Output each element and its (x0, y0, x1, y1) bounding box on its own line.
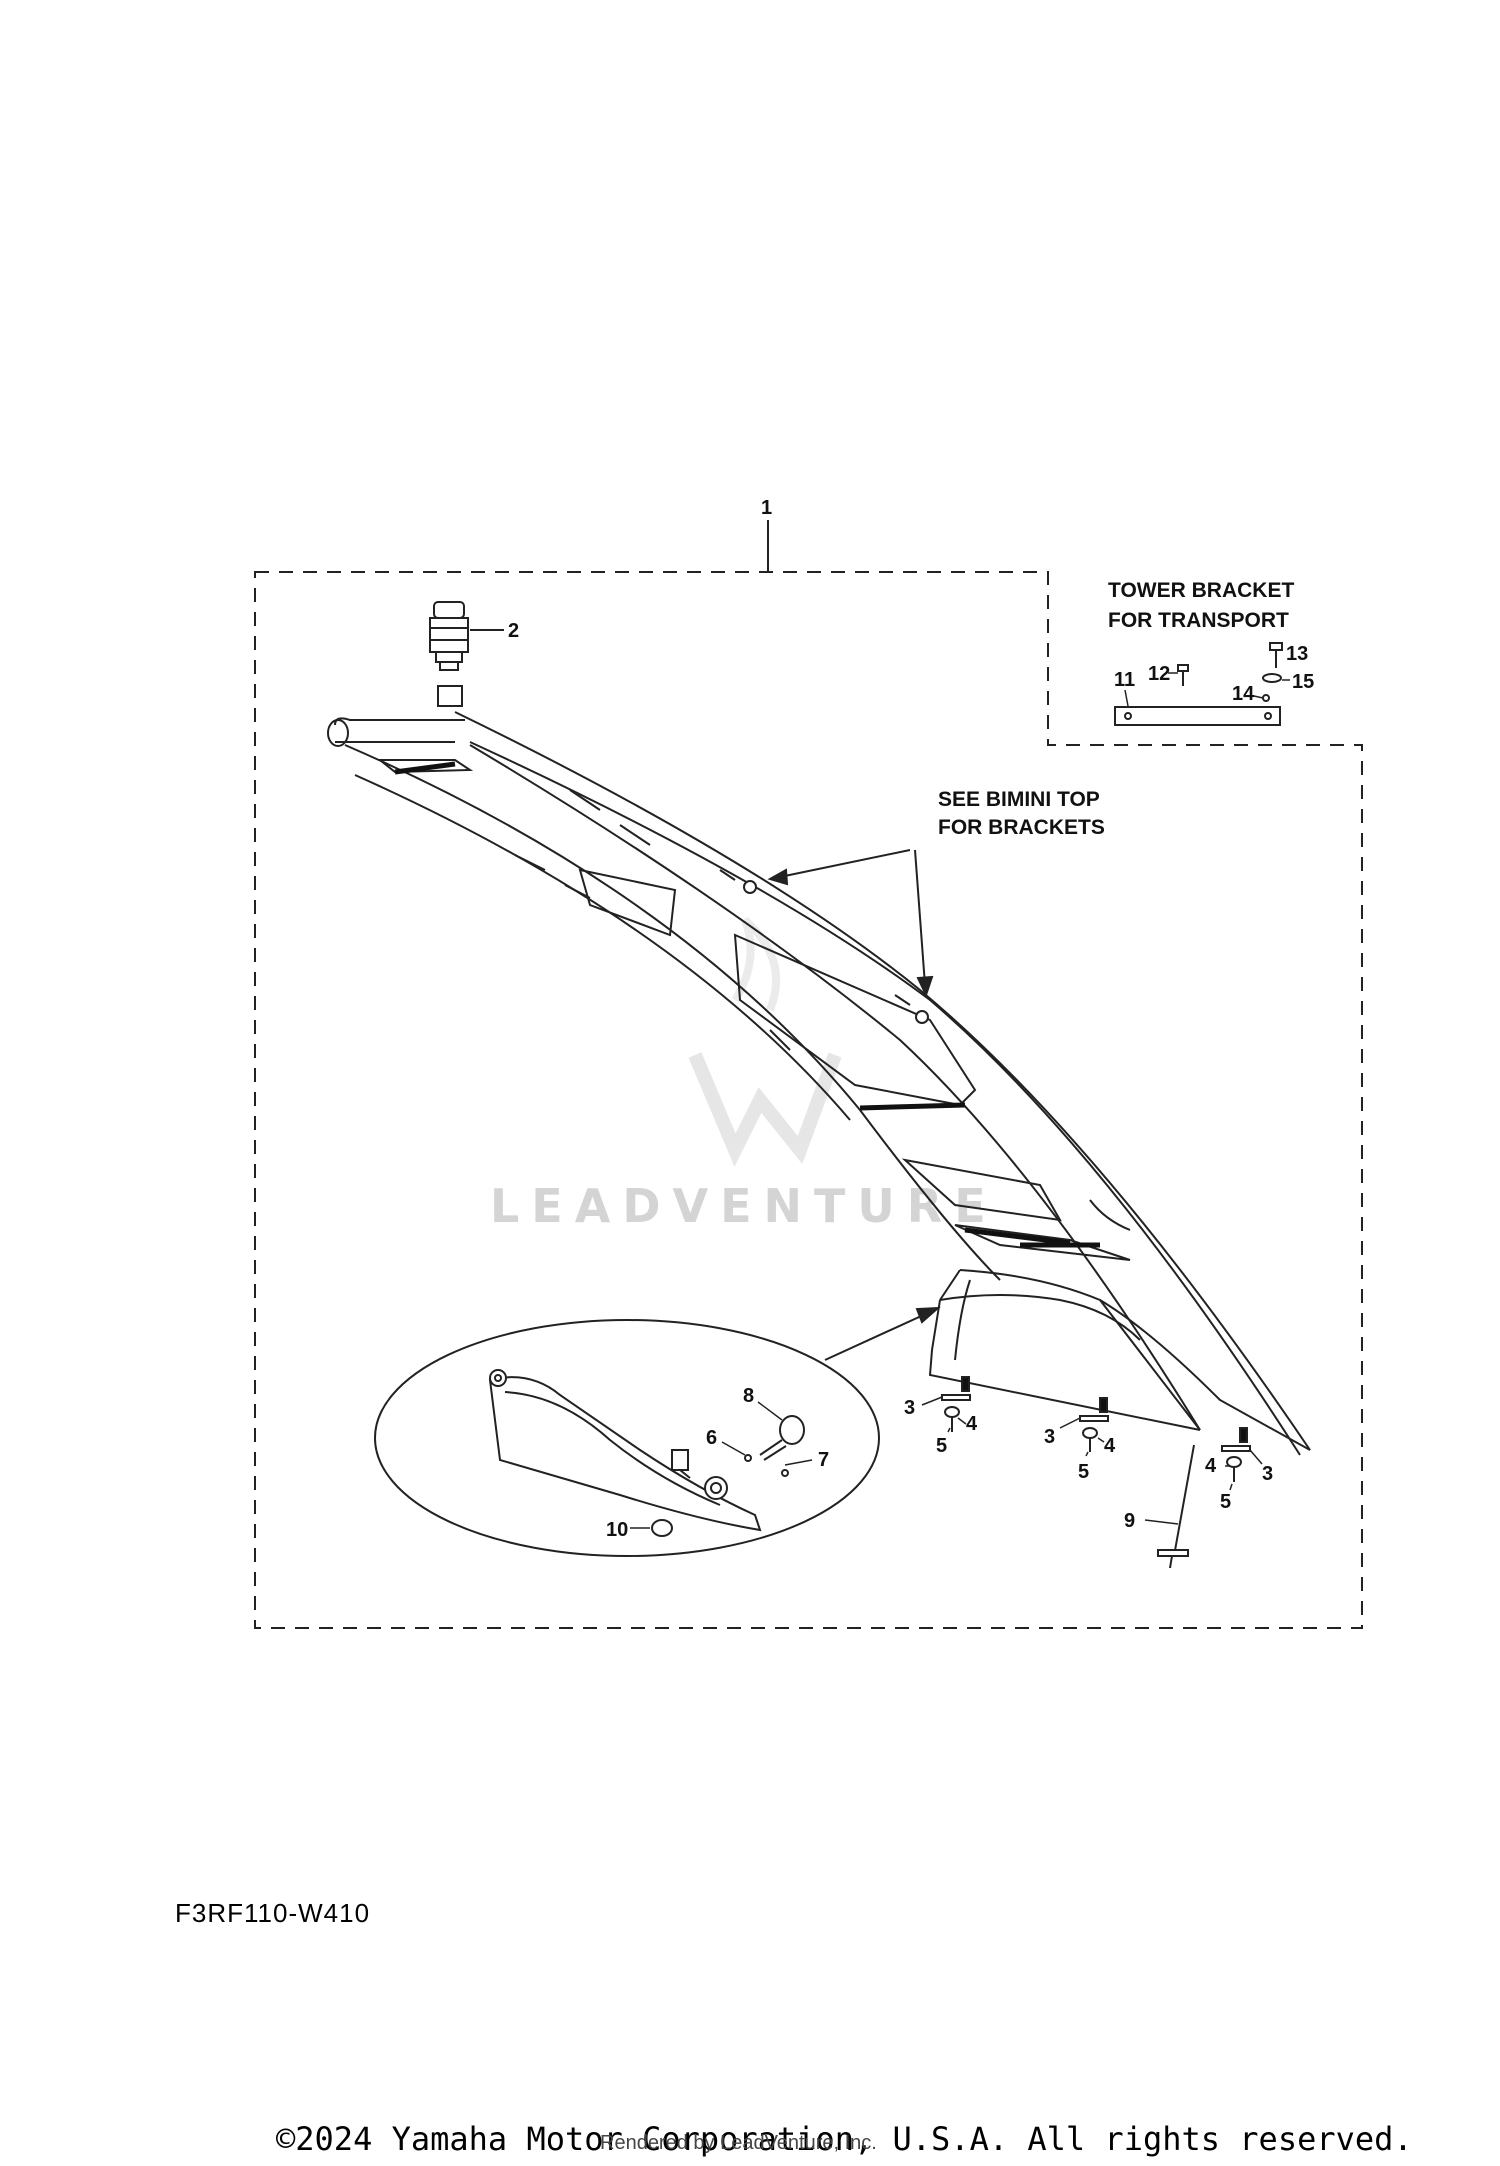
frame-dark-accents (394, 761, 1100, 1248)
base-mount-hardware (941, 1376, 1251, 1482)
detail-leader-lines (630, 1401, 813, 1529)
callout-10: 10 (606, 1519, 628, 1541)
wakeboard-tower-frame (327, 711, 1311, 1456)
bimini-bracket-mounts (719, 869, 929, 1024)
copyright-notice: ©2024 Yamaha Motor Corporation, U.S.A. A… (276, 2120, 1413, 2158)
callout-12: 12 (1148, 663, 1170, 685)
tower-bracket-note-line2: FOR TRANSPORT (1108, 609, 1289, 632)
callout-7: 7 (818, 1449, 829, 1471)
callout-2: 2 (508, 620, 519, 642)
tower-bracket-note-line1: TOWER BRACKET (1108, 579, 1294, 602)
base-leader-lines (921, 1396, 1263, 1491)
diagram-code: F3RF110-W410 (175, 1898, 371, 1928)
detail-panel (488, 1369, 805, 1537)
callout-3b: 3 (1044, 1426, 1055, 1448)
callout-4c: 4 (1205, 1455, 1217, 1477)
leader-line-14 (1253, 695, 1264, 699)
assembly-boundary (254, 571, 1363, 1629)
callout-3a: 3 (904, 1397, 915, 1419)
leader-line-11 (1124, 689, 1129, 707)
detail-arrow (824, 1306, 941, 1361)
watermark-text: LEADVENTURE (490, 1179, 998, 1233)
transport-bracket (1114, 642, 1283, 726)
callout-13: 13 (1286, 643, 1308, 665)
bimini-note-line2: FOR BRACKETS (938, 816, 1105, 839)
tie-strap (1157, 1444, 1195, 1569)
callout-4a: 4 (966, 1413, 978, 1435)
leader-line-9 (1144, 1519, 1179, 1525)
watermark-logo (688, 917, 842, 1167)
tower-cap-fitting (429, 601, 469, 707)
callout-3c: 3 (1262, 1463, 1273, 1485)
callout-5b: 5 (1078, 1461, 1089, 1483)
rendered-by-notice: Rendered by LeadVenture, Inc. (600, 2132, 877, 2154)
callout-14: 14 (1232, 683, 1255, 705)
detail-view-ellipse (374, 1319, 880, 1557)
bimini-arrows (767, 849, 934, 998)
callout-5a: 5 (936, 1435, 947, 1457)
callout-8: 8 (743, 1385, 754, 1407)
callout-15: 15 (1292, 671, 1314, 693)
callout-11: 11 (1114, 669, 1135, 691)
bimini-note-line1: SEE BIMINI TOP (938, 788, 1100, 811)
callout-5c: 5 (1220, 1491, 1231, 1513)
callout-4b: 4 (1104, 1435, 1116, 1457)
callout-6: 6 (706, 1427, 717, 1449)
callout-1: 1 (761, 497, 772, 519)
callout-9: 9 (1124, 1510, 1135, 1532)
